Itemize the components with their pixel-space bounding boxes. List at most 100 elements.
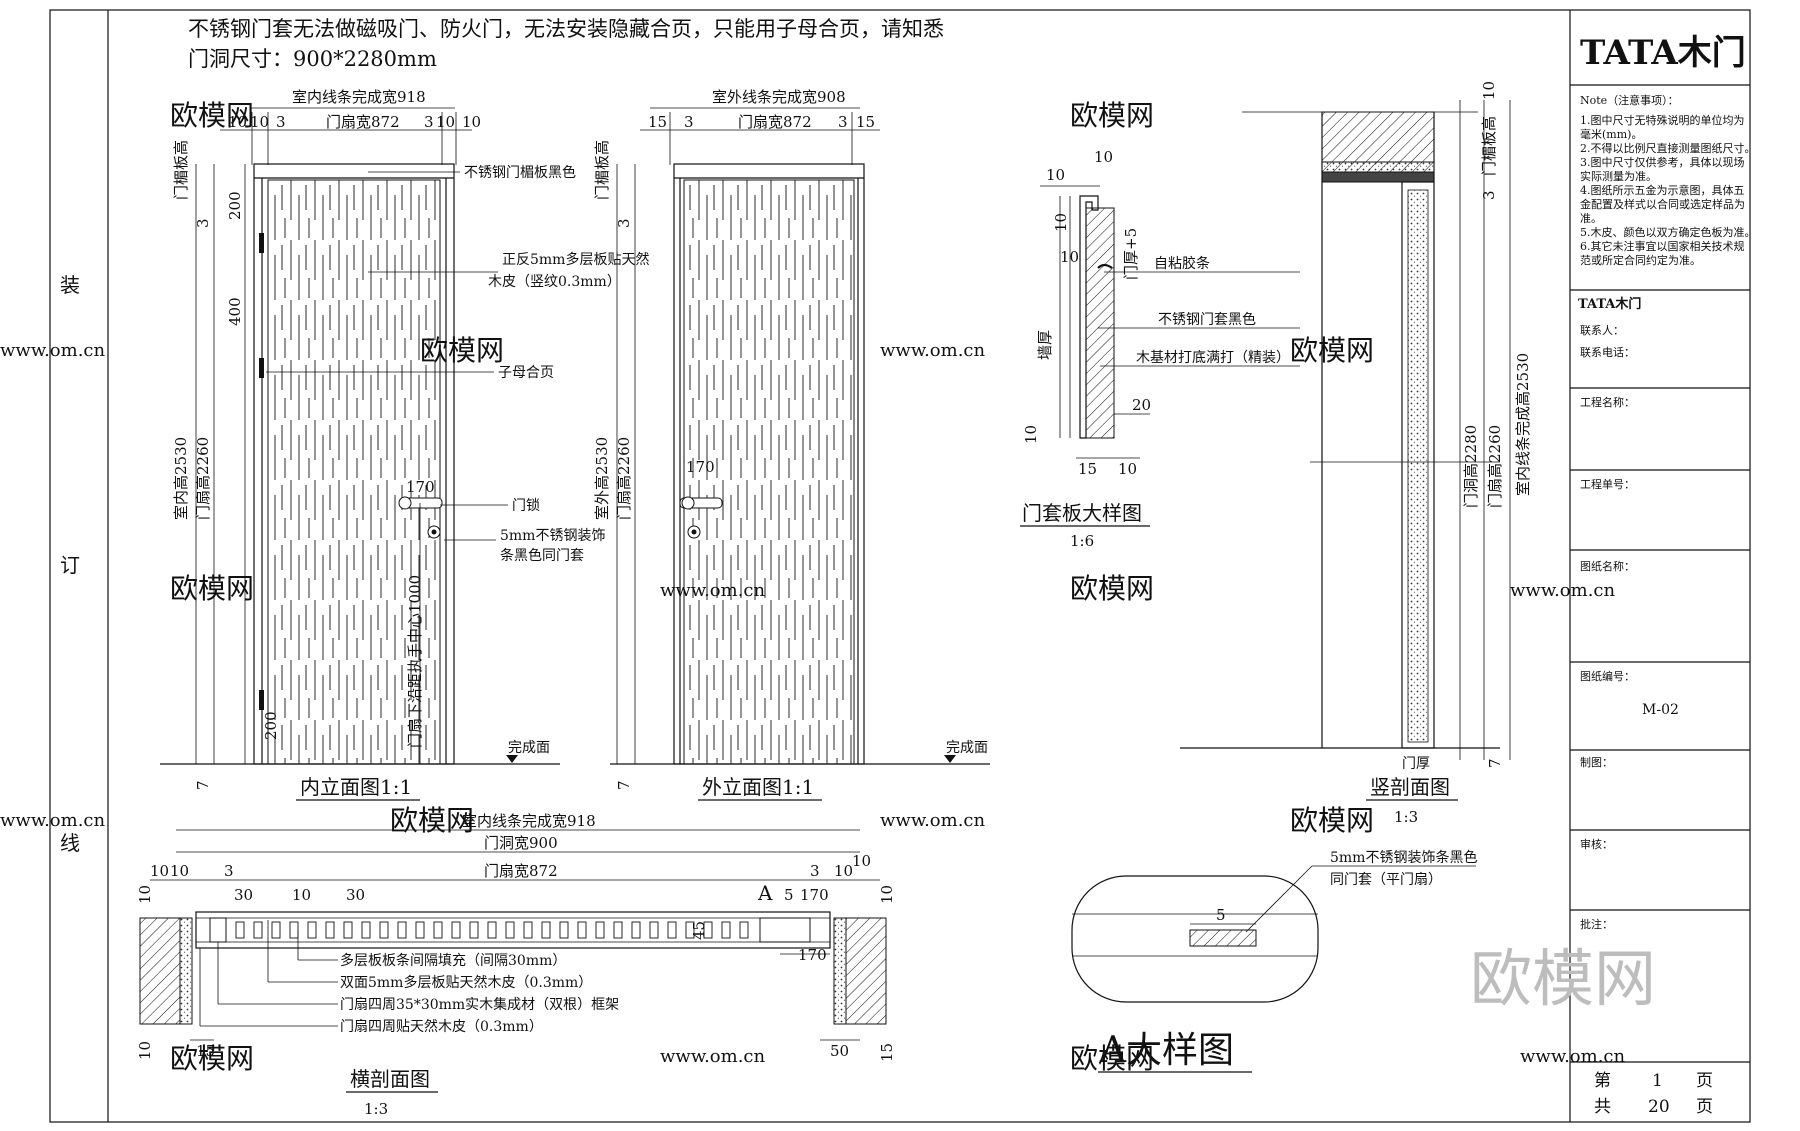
binding-char-2: 订 <box>60 553 80 577</box>
inner-dim-10d: 10 <box>462 113 481 131</box>
inner-dim-10a: 10 <box>228 113 247 131</box>
watermark-url-7: www.om.cn <box>660 1046 766 1067</box>
vertical-section: 10 门楣板高 3 门洞高2280 门扇高2260 室内线条完成高2530 7 … <box>1180 81 1532 826</box>
inner-lintel-height: 门楣板高 <box>172 140 190 200</box>
callout-frame-steel: 不锈钢门套黑色 <box>1158 311 1256 328</box>
inner-leaf-width: 门扇宽872 <box>326 113 400 131</box>
hsec-dim-10b: 10 <box>170 862 189 880</box>
hsec-v10b: 10 <box>136 1041 154 1060</box>
hsection-scale: 1:3 <box>364 1100 388 1118</box>
hsec-opening-width: 门洞宽900 <box>484 834 558 852</box>
infill-slat <box>469 921 479 939</box>
hsec-dim-10e: 10 <box>292 886 311 904</box>
sheet-border <box>49 9 1751 1123</box>
page-number: 1 <box>1652 1071 1663 1091</box>
callout-plywood-1: 正反5mm多层板贴天然 <box>502 251 649 268</box>
hinge-2 <box>259 358 264 378</box>
frame-dim-10top: 10 <box>1094 148 1113 166</box>
hsec-detail-marker: A <box>757 881 773 905</box>
frame-detail-title: 门套板大样图 <box>1022 501 1142 525</box>
note-line-10: 6.其它未注事宜以国家相关技术规 <box>1580 239 1745 253</box>
infill-slat <box>613 921 623 939</box>
outer-leaf-width: 门扇宽872 <box>738 113 812 131</box>
drawing-no-label: 图纸编号： <box>1580 669 1635 683</box>
infill-slat <box>325 921 335 939</box>
watermark-url-4: www.om.cn <box>1510 580 1616 601</box>
watermark-url-5: www.om.cn <box>0 810 106 831</box>
watermark-10: 欧模网 <box>1070 1042 1154 1075</box>
watermark-url-1: www.om.cn <box>0 340 106 361</box>
infill-slat <box>487 921 497 939</box>
note-line-7: 金配置及样式以合同或选定样品为 <box>1580 197 1745 211</box>
note-line-3: 2.不得以比例尺直接测量图纸尺寸。 <box>1580 141 1756 155</box>
infill-slat <box>361 921 371 939</box>
hsec-dim-170b: 170 <box>798 946 827 964</box>
watermark-url-6: www.om.cn <box>880 810 986 831</box>
note-line-8: 准。 <box>1580 212 1602 225</box>
frame-dim-10d: 10 <box>1118 460 1137 478</box>
watermark-url-2: www.om.cn <box>880 340 986 361</box>
hsec-dim-5: 5 <box>784 886 794 904</box>
inner-handle-height: 门扇下沿距执手中心1000 <box>406 575 424 748</box>
inner-dim-10b: 10 <box>250 113 269 131</box>
infill-slat <box>397 921 407 939</box>
inner-floor-label: 完成面 <box>508 740 550 756</box>
outer-dim-v7: 7 <box>615 780 633 790</box>
infill-slat <box>235 921 245 939</box>
callout-gasket: 自粘胶条 <box>1154 255 1210 272</box>
vsec-door-thickness: 门厚 <box>1402 756 1430 772</box>
outer-elevation: 室外线条完成宽908 15 3 门扇宽872 3 15 170 门楣板高 3 室… <box>593 88 990 801</box>
header-opening-size: 门洞尺寸：900*2280mm <box>188 47 437 71</box>
hsec-callout-veneer: 门扇四周贴天然木皮（0.3mm） <box>340 1018 543 1035</box>
infill-slat <box>505 921 515 939</box>
vsec-total-height: 室内线条完成高2530 <box>1514 353 1532 496</box>
watermark-9: 欧模网 <box>170 1042 254 1075</box>
infill-slat <box>289 921 299 939</box>
page-total: 20 <box>1648 1097 1670 1117</box>
frame-dim-20: 20 <box>1132 396 1151 414</box>
watermark-2: 欧模网 <box>1070 99 1154 132</box>
note-line-4: 3.图中尺寸仅供参考，具体以现场 <box>1580 155 1745 169</box>
page-unit-b: 页 <box>1696 1097 1713 1117</box>
hsection-title: 横剖面图 <box>350 1067 430 1091</box>
infill-slat <box>271 921 281 939</box>
vsec-lintel-height: 门楣板高 <box>1480 116 1498 176</box>
outer-lintel-height: 门楣板高 <box>593 140 611 200</box>
infill-slat <box>523 921 533 939</box>
note-title: Note（注意事项）： <box>1580 93 1679 107</box>
vsec-leaf-height: 门扇高2260 <box>1486 425 1504 508</box>
infill-slat <box>649 921 659 939</box>
vsec-dim-v7: 7 <box>1486 758 1504 768</box>
infill-slat <box>541 921 551 939</box>
a-detail-title: A大样图 <box>1099 1030 1234 1071</box>
infill-slat <box>577 921 587 939</box>
inner-dim-v7: 7 <box>194 780 212 790</box>
inner-dim-3b: 3 <box>424 113 434 131</box>
hsec-dim-10a: 10 <box>150 862 169 880</box>
watermarks: 欧模网 欧模网 欧模网 欧模网 欧模网 欧模网 欧模网 欧模网 欧模网 欧模网 … <box>0 99 1626 1075</box>
infill-slat <box>685 921 695 939</box>
hsec-dim-10c: 10 <box>834 862 853 880</box>
project-name-label: 工程名称： <box>1580 395 1635 409</box>
a-detail-callout-1: 5mm不锈钢装饰条黑色 <box>1330 849 1477 866</box>
infill-slat <box>307 921 317 939</box>
frame-dim-15: 15 <box>1078 460 1097 478</box>
watermark-5: 欧模网 <box>170 572 254 605</box>
infill-slats <box>235 921 749 939</box>
outer-total-height: 室外高2530 <box>593 437 611 520</box>
callout-hinge: 子母合页 <box>498 365 554 381</box>
outer-dim-170: 170 <box>686 458 715 476</box>
watermark-1: 欧模网 <box>170 99 254 132</box>
vsection-scale: 1:3 <box>1394 808 1418 826</box>
hsec-dim-15: 15 <box>196 1042 215 1060</box>
hsec-callout-infill: 多层板板条间隔填充（间隔30mm） <box>340 952 566 969</box>
note-line-6: 4.图纸所示五金为示意图，具体五 <box>1580 183 1745 197</box>
infill-slat <box>343 921 353 939</box>
page-label-a: 第 <box>1594 1071 1611 1091</box>
callout-plywood-2: 木皮（竖纹0.3mm） <box>488 274 621 290</box>
project-no-label: 工程单号： <box>1580 478 1635 491</box>
hsec-callout-frame: 门扇四周35*30mm实木集成材（双根）框架 <box>340 996 619 1013</box>
hsec-callout-plywood: 双面5mm多层板贴天然木皮（0.3mm） <box>340 974 592 991</box>
watermark-large: 欧模网 <box>1470 942 1656 1015</box>
inner-elevation-title: 内立面图1:1 <box>300 775 412 799</box>
